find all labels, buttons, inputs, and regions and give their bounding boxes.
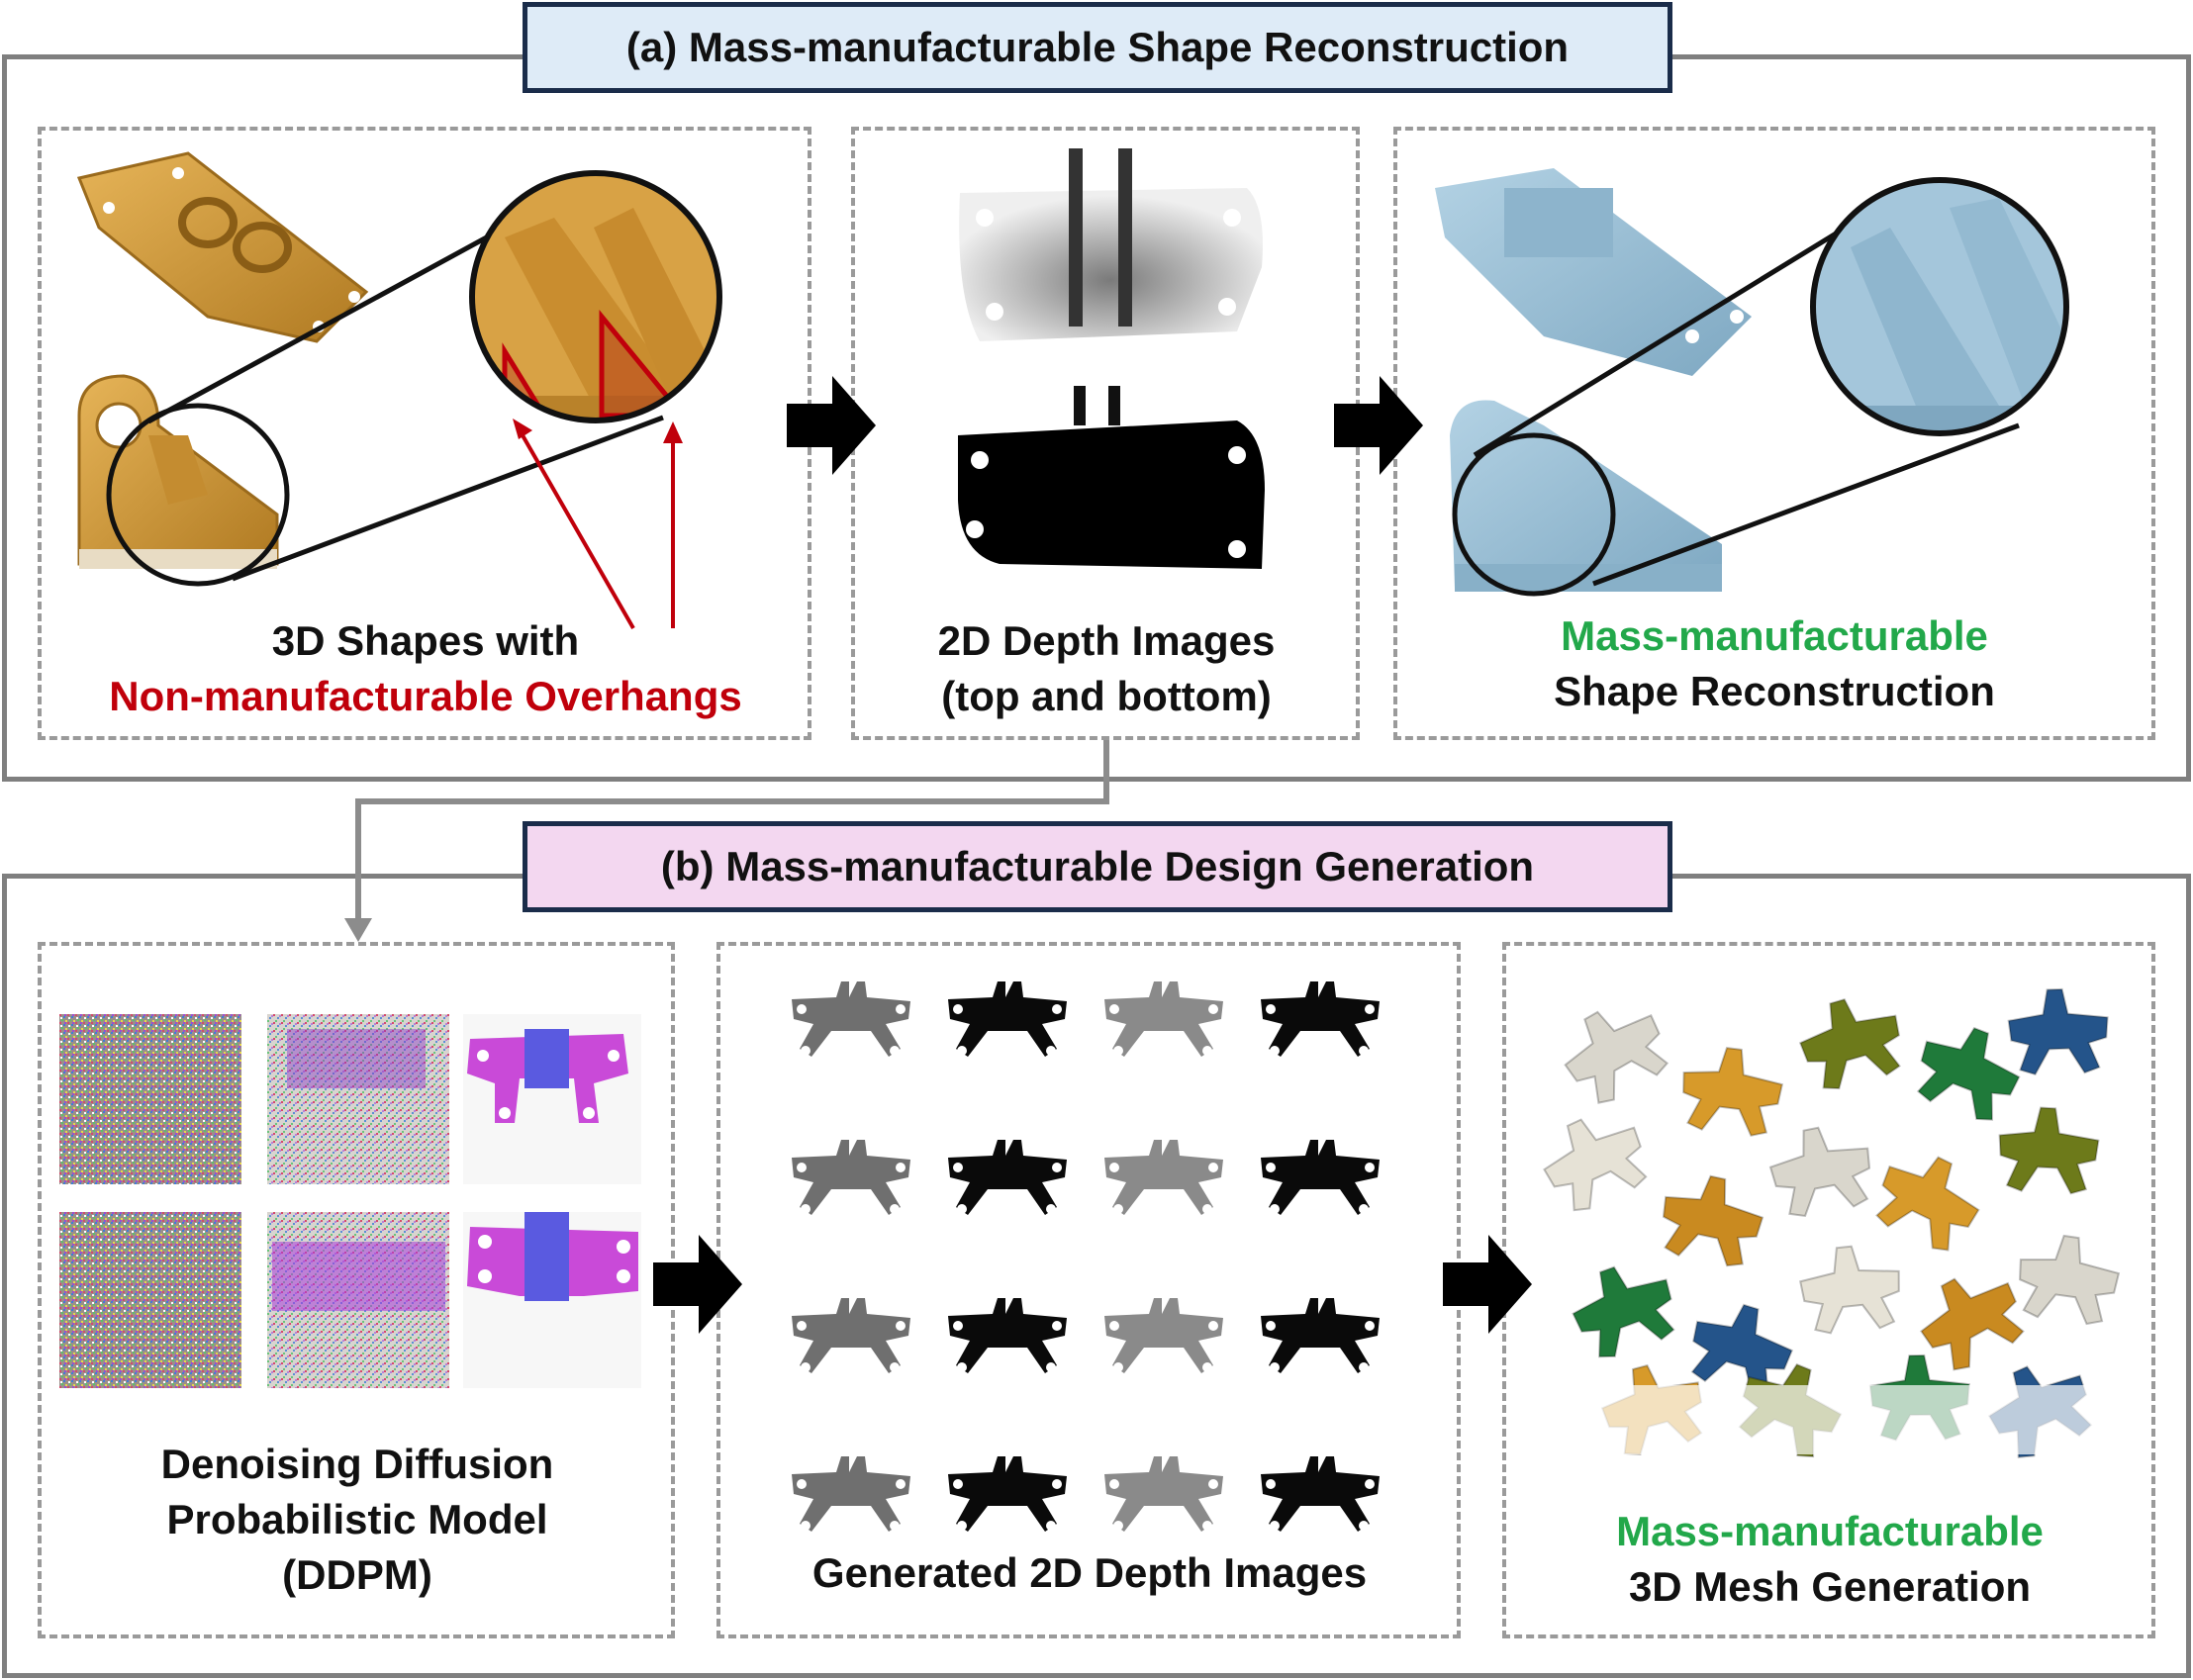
flow-arrow-a1 bbox=[787, 376, 876, 475]
flow-arrow-b1 bbox=[653, 1235, 742, 1334]
mesh-part bbox=[1682, 1046, 1784, 1137]
panel-b1-caption: Denoising Diffusion Probabilistic Model … bbox=[40, 1437, 675, 1603]
mesh-part bbox=[1998, 1106, 2100, 1195]
mesh-part bbox=[1798, 997, 1901, 1090]
mesh-part bbox=[1916, 1026, 2021, 1121]
panel-b3-caption: Mass-manufacturable 3D Mesh Generation bbox=[1504, 1504, 2155, 1615]
mesh-part bbox=[1662, 1174, 1764, 1267]
panel-a1-caption-line2: Non-manufacturable Overhangs bbox=[109, 673, 742, 719]
depth-thumbnail bbox=[1104, 1456, 1223, 1532]
mesh-part bbox=[1799, 1245, 1900, 1335]
depth-image-bottom bbox=[958, 386, 1265, 569]
mesh-part bbox=[1875, 1156, 1980, 1252]
panel-b2-caption-line1: Generated 2D Depth Images bbox=[811, 1549, 1368, 1596]
depth-thumbnail bbox=[948, 1140, 1067, 1215]
section-a-title: (a) Mass-manufacturable Shape Reconstruc… bbox=[523, 2, 1672, 93]
mesh-part bbox=[1543, 1118, 1648, 1212]
panel-b3-caption-line1: Mass-manufacturable bbox=[1616, 1508, 2044, 1554]
blue-bracket-illustration bbox=[1435, 168, 2069, 597]
mesh-part bbox=[1768, 1126, 1871, 1218]
panel-a3-caption-line1: Mass-manufacturable bbox=[1561, 612, 1988, 659]
depth-thumbnail bbox=[1261, 1140, 1380, 1215]
depth-thumbnail bbox=[1261, 981, 1380, 1057]
generated-depth-grid bbox=[792, 981, 1380, 1532]
depth-thumbnail bbox=[792, 1140, 910, 1215]
depth-thumbnail bbox=[948, 981, 1067, 1057]
panel-a3-caption: Mass-manufacturable Shape Reconstruction bbox=[1395, 608, 2153, 719]
depth-thumbnail bbox=[1261, 1298, 1380, 1373]
panel-b1-caption-line3: (DDPM) bbox=[282, 1551, 432, 1598]
mesh-part bbox=[2019, 1234, 2121, 1326]
depth-thumbnail bbox=[792, 1456, 910, 1532]
panel-b2-caption: Generated 2D Depth Images bbox=[718, 1545, 1461, 1601]
flow-arrow-a2 bbox=[1334, 376, 1423, 475]
depth-thumbnail bbox=[948, 1298, 1067, 1373]
panel-b1-caption-line1: Denoising Diffusion bbox=[160, 1441, 554, 1487]
depth-image-top bbox=[959, 148, 1263, 341]
depth-thumbnail bbox=[792, 1298, 910, 1373]
depth-thumbnail bbox=[792, 981, 910, 1057]
mesh-part bbox=[1572, 1265, 1675, 1358]
mesh-part bbox=[2007, 987, 2109, 1076]
depth-thumbnail bbox=[948, 1456, 1067, 1532]
panel-a2-caption-line1: 2D Depth Images bbox=[937, 617, 1276, 664]
panel-b1-caption-line2: Probabilistic Model bbox=[166, 1496, 548, 1542]
panel-a2-caption-line2: (top and bottom) bbox=[941, 673, 1272, 719]
section-b-title: (b) Mass-manufacturable Design Generatio… bbox=[523, 821, 1672, 912]
depth-thumbnail bbox=[1261, 1456, 1380, 1532]
panel-a3-caption-line2: Shape Reconstruction bbox=[1554, 668, 1995, 714]
flow-arrow-b2 bbox=[1443, 1235, 1532, 1334]
mesh-part bbox=[1564, 1010, 1669, 1104]
depth-thumbnail bbox=[1104, 981, 1223, 1057]
generated-mesh-collage bbox=[1543, 987, 2138, 1458]
panel-a1-caption-line1: 3D Shapes with bbox=[271, 617, 580, 664]
panel-a2-caption: 2D Depth Images (top and bottom) bbox=[853, 613, 1360, 724]
panel-a1-caption: 3D Shapes with Non-manufacturable Overha… bbox=[40, 613, 811, 724]
depth-thumbnail bbox=[1104, 1140, 1223, 1215]
orange-bracket-illustration bbox=[76, 151, 722, 629]
mesh-part bbox=[1920, 1277, 2025, 1371]
panel-b3-caption-line2: 3D Mesh Generation bbox=[1628, 1563, 2032, 1610]
depth-thumbnail bbox=[1104, 1298, 1223, 1373]
ddpm-noise-grid bbox=[59, 1014, 641, 1388]
